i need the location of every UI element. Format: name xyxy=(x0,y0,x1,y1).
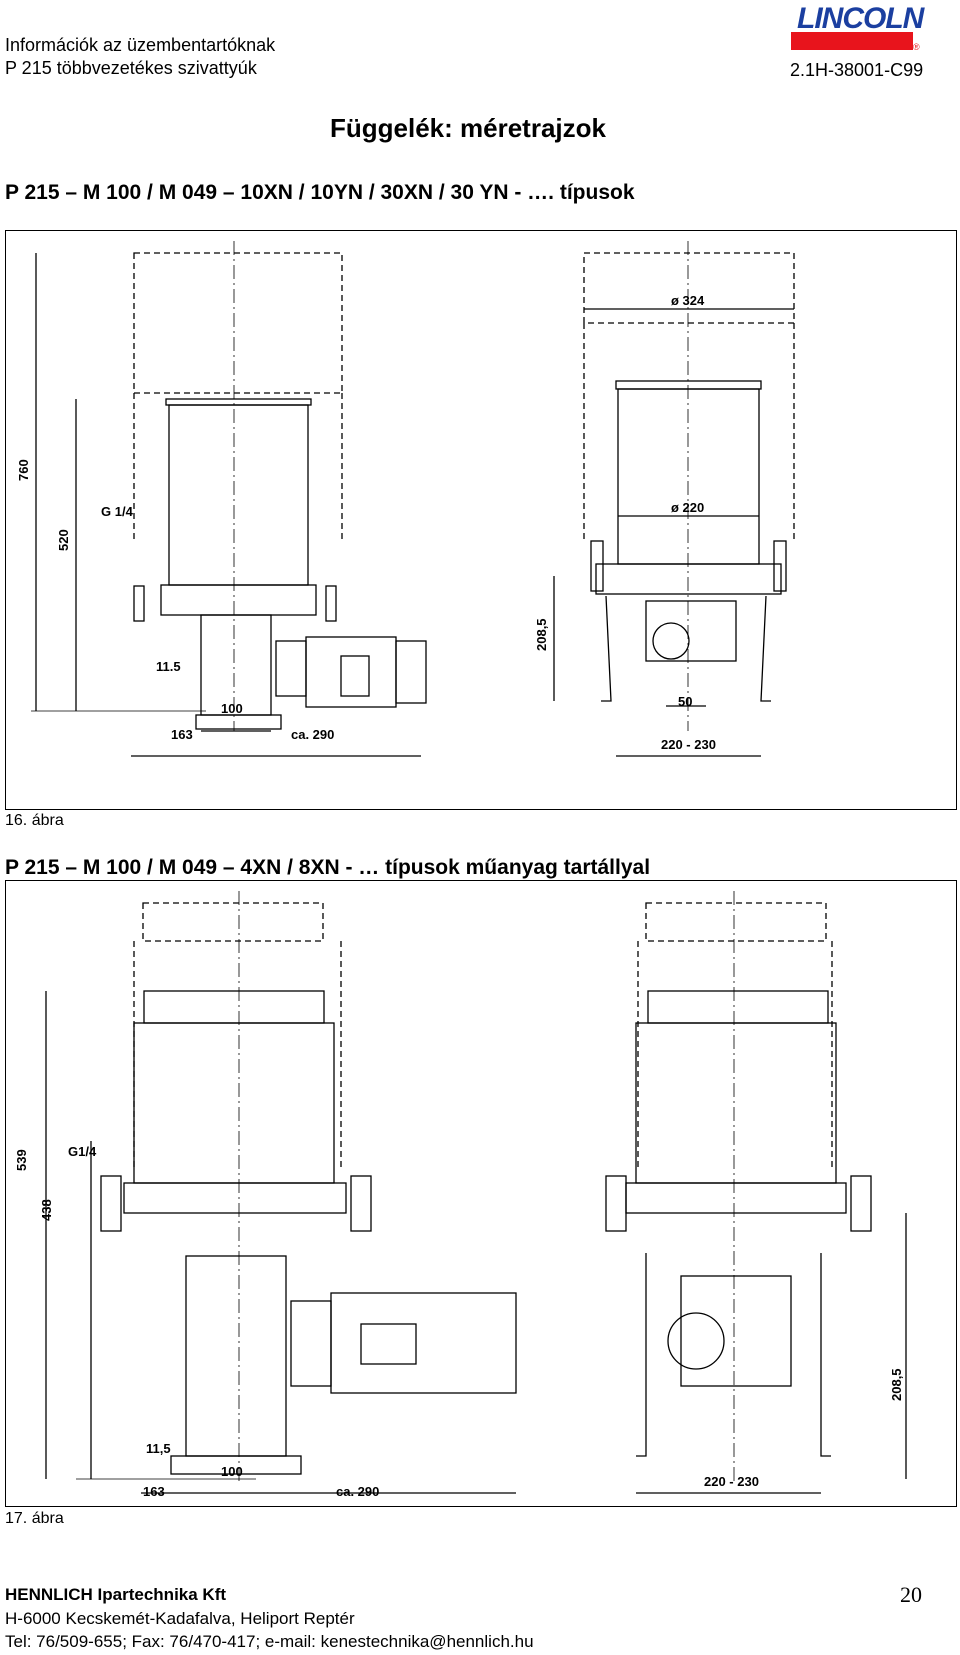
dim-11-5: 11,5 xyxy=(146,1441,171,1456)
dim-220-230: 220 - 230 xyxy=(704,1474,759,1489)
dim-11-5: 11.5 xyxy=(156,659,181,674)
dim-760: 760 xyxy=(16,459,31,481)
header-line2: P 215 többvezetékes szivattyúk xyxy=(5,58,257,78)
figure16-caption: 16. ábra xyxy=(5,812,64,829)
dim-324: ø 324 xyxy=(671,293,705,308)
figure17-title: P 215 – M 100 / M 049 – 4XN / 8XN - … tí… xyxy=(5,856,651,879)
figure17-caption: 17. ábra xyxy=(5,1510,64,1527)
dim-50: 50 xyxy=(678,694,692,709)
dim-539: 539 xyxy=(14,1149,29,1171)
dim-438: 438 xyxy=(39,1199,54,1221)
footer-contact: Tel: 76/509-655; Fax: 76/470-417; e-mail… xyxy=(5,1632,534,1651)
dim-163: 163 xyxy=(171,727,193,742)
dim-g14: G1/4 xyxy=(68,1144,97,1159)
page-number: 20 xyxy=(900,1582,922,1607)
figure16-title: P 215 – M 100 / M 049 – 10XN / 10YN / 30… xyxy=(5,181,635,204)
figure16-svg: 760 520 G 1/4 11.5 100 163 ca. 290 ø 324… xyxy=(16,241,795,757)
page-title: Függelék: méretrajzok xyxy=(330,113,606,143)
dim-100: 100 xyxy=(221,701,243,716)
dim-100: 100 xyxy=(221,1464,243,1479)
footer-company: HENNLICH Ipartechnika Kft xyxy=(5,1585,227,1604)
dim-290: ca. 290 xyxy=(336,1484,379,1499)
figure16-drawing: 760 520 G 1/4 11.5 100 163 ca. 290 ø 324… xyxy=(5,230,957,810)
dim-208-5: 208,5 xyxy=(889,1368,904,1401)
dim-220-230: 220 - 230 xyxy=(661,737,716,752)
dim-220: ø 220 xyxy=(671,500,704,515)
dim-163: 163 xyxy=(143,1484,165,1499)
figure17-svg: 539 438 G1/4 11,5 100 163 ca. 290 208,5 … xyxy=(14,891,907,1499)
dim-290: ca. 290 xyxy=(291,727,334,742)
dim-520: 520 xyxy=(56,529,71,551)
footer-address: H-6000 Kecskemét-Kadafalva, Heliport Rep… xyxy=(5,1609,355,1628)
logo-text: LINCOLN xyxy=(797,2,924,35)
header-line1: Információk az üzembentartóknak xyxy=(5,35,276,55)
figure17-drawing: 539 438 G1/4 11,5 100 163 ca. 290 208,5 … xyxy=(5,880,957,1507)
doc-number: 2.1H-38001-C99 xyxy=(790,60,924,80)
lincoln-logo: LINCOLN ® xyxy=(791,2,924,54)
dim-g14: G 1/4 xyxy=(101,504,134,519)
dim-208-5: 208,5 xyxy=(534,618,549,651)
